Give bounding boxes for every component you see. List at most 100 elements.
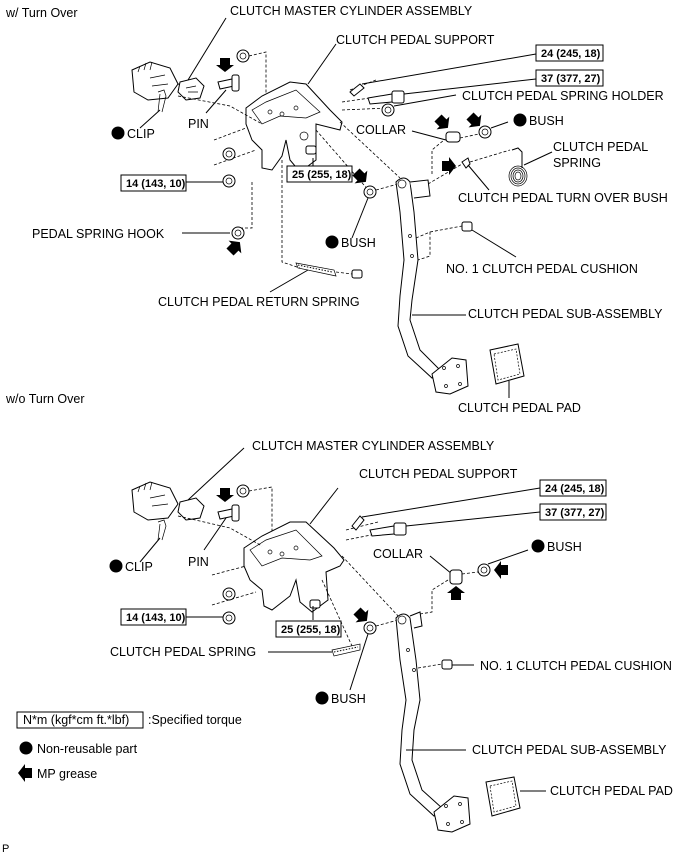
label-bush-right: BUSH bbox=[529, 114, 564, 128]
torque-box-25-b bbox=[275, 620, 342, 638]
leader-pin bbox=[205, 89, 227, 114]
torque-24: 24 (245, 18) bbox=[541, 48, 601, 60]
master-cylinder-part bbox=[131, 61, 205, 101]
master-cylinder-part bbox=[131, 481, 205, 521]
grease-arrow-icon bbox=[216, 488, 234, 502]
label-pedal-spring-1: CLUTCH PEDAL bbox=[553, 140, 648, 154]
legend-torque-box bbox=[16, 711, 144, 729]
torque-14-b: 14 (143, 10) bbox=[126, 612, 186, 624]
legend-non-reusable: Non-reusable part bbox=[37, 742, 138, 756]
non-reusable-icon bbox=[325, 235, 339, 249]
collar-part bbox=[449, 569, 463, 585]
nut-part bbox=[222, 147, 236, 161]
torque-box-37 bbox=[535, 69, 604, 87]
pedal-plate-part bbox=[431, 357, 469, 395]
label-master-cylinder: CLUTCH MASTER CYLINDER ASSEMBLY bbox=[230, 4, 473, 18]
label-turn-over-bush: CLUTCH PEDAL TURN OVER BUSH bbox=[458, 191, 668, 205]
grease-arrow-icon bbox=[431, 111, 455, 135]
nut-part bbox=[236, 484, 250, 498]
label-spring-holder: CLUTCH PEDAL SPRING HOLDER bbox=[462, 89, 664, 103]
non-reusable-icon bbox=[111, 126, 125, 140]
pin-part bbox=[217, 504, 240, 522]
label-pad-b: CLUTCH PEDAL PAD bbox=[550, 784, 673, 798]
non-reusable-icon bbox=[109, 559, 123, 573]
torque-box-14 bbox=[120, 174, 187, 192]
non-reusable-icon bbox=[315, 691, 329, 705]
label-pad: CLUTCH PEDAL PAD bbox=[458, 401, 581, 415]
return-spring-part bbox=[295, 262, 337, 277]
collar-part bbox=[445, 131, 461, 143]
label-bush-left-b: BUSH bbox=[331, 692, 366, 706]
label-collar-b: COLLAR bbox=[373, 547, 423, 561]
torque-box-25 bbox=[286, 165, 353, 183]
label-clip: CLIP bbox=[127, 127, 155, 141]
bush-part bbox=[363, 621, 377, 635]
section-title-with-turn-over: w/ Turn Over bbox=[5, 6, 78, 20]
spring-hook-part bbox=[231, 226, 245, 240]
legend-torque-desc: :Specified torque bbox=[148, 713, 242, 727]
grease-arrow-icon bbox=[223, 235, 247, 259]
pin-part bbox=[217, 74, 240, 92]
nut-part bbox=[236, 49, 250, 63]
leader-pedal-support bbox=[307, 43, 337, 85]
bolt-37-part bbox=[369, 522, 407, 537]
label-cushion-b: NO. 1 CLUTCH PEDAL CUSHION bbox=[480, 659, 672, 673]
bolt-37-part bbox=[367, 90, 405, 105]
torque-box-37-b bbox=[539, 503, 607, 521]
footer-code: P bbox=[2, 843, 9, 854]
label-bush-right-b: BUSH bbox=[547, 540, 582, 554]
torque-box-24-b bbox=[539, 479, 607, 497]
nut-part bbox=[222, 611, 236, 625]
label-collar: COLLAR bbox=[356, 123, 406, 137]
pedal-pad-part bbox=[485, 776, 521, 817]
grease-arrow-icon bbox=[216, 58, 234, 72]
nut-part bbox=[222, 587, 236, 601]
nut-part bbox=[222, 174, 236, 188]
grease-arrow-icon bbox=[442, 157, 456, 175]
label-spring-hook: PEDAL SPRING HOOK bbox=[32, 227, 165, 241]
torque-37-b: 37 (377, 27) bbox=[545, 507, 605, 519]
torque-25: 25 (255, 18) bbox=[292, 169, 352, 181]
label-cushion: NO. 1 CLUTCH PEDAL CUSHION bbox=[446, 262, 638, 276]
label-pin-b: PIN bbox=[188, 555, 209, 569]
legend-torque-unit: N*m (kgf*cm ft.*lbf) bbox=[23, 713, 129, 727]
pedal-spring-part bbox=[331, 643, 361, 657]
pedal-support-part bbox=[245, 81, 343, 173]
legend: N*m (kgf*cm ft.*lbf) :Specified torque N… bbox=[16, 711, 242, 782]
grease-arrow-icon bbox=[494, 561, 508, 579]
bolt-24-part bbox=[349, 83, 365, 97]
label-pedal-spring-2: SPRING bbox=[553, 156, 601, 170]
label-pin: PIN bbox=[188, 117, 209, 131]
clip-part bbox=[157, 89, 167, 113]
torque-24-b: 24 (245, 18) bbox=[545, 483, 605, 495]
label-sub-assembly: CLUTCH PEDAL SUB-ASSEMBLY bbox=[468, 307, 663, 321]
torque-37: 37 (377, 27) bbox=[541, 73, 601, 85]
pedal-pad-part bbox=[489, 343, 525, 385]
bush-part bbox=[477, 563, 491, 577]
bush-part bbox=[363, 185, 377, 199]
label-bush-left: BUSH bbox=[341, 236, 376, 250]
grease-arrow-icon bbox=[18, 764, 32, 782]
label-master-cylinder-b: CLUTCH MASTER CYLINDER ASSEMBLY bbox=[252, 439, 495, 453]
pedal-support-part bbox=[243, 521, 345, 613]
cushion-part bbox=[441, 659, 453, 670]
pedal-arm-part bbox=[395, 139, 469, 395]
torque-box-24 bbox=[535, 44, 604, 62]
bolt-24-part bbox=[351, 515, 365, 531]
label-return-spring: CLUTCH PEDAL RETURN SPRING bbox=[158, 295, 360, 309]
cushion-part bbox=[461, 221, 473, 232]
pedal-arm-part bbox=[395, 579, 471, 833]
leader-clip bbox=[139, 109, 161, 129]
torque-25-b: 25 (255, 18) bbox=[281, 624, 341, 636]
non-reusable-icon bbox=[19, 741, 33, 755]
grease-arrow-icon bbox=[349, 165, 373, 189]
label-pedal-support: CLUTCH PEDAL SUPPORT bbox=[336, 33, 495, 47]
label-clip-b: CLIP bbox=[125, 560, 153, 574]
clip-part bbox=[157, 519, 167, 541]
section-title-without-turn-over: w/o Turn Over bbox=[5, 392, 85, 406]
pedal-spring-part bbox=[508, 147, 528, 187]
torque-14: 14 (143, 10) bbox=[126, 178, 186, 190]
spring-holder-part bbox=[381, 103, 395, 117]
leader-master-cylinder bbox=[187, 17, 227, 81]
